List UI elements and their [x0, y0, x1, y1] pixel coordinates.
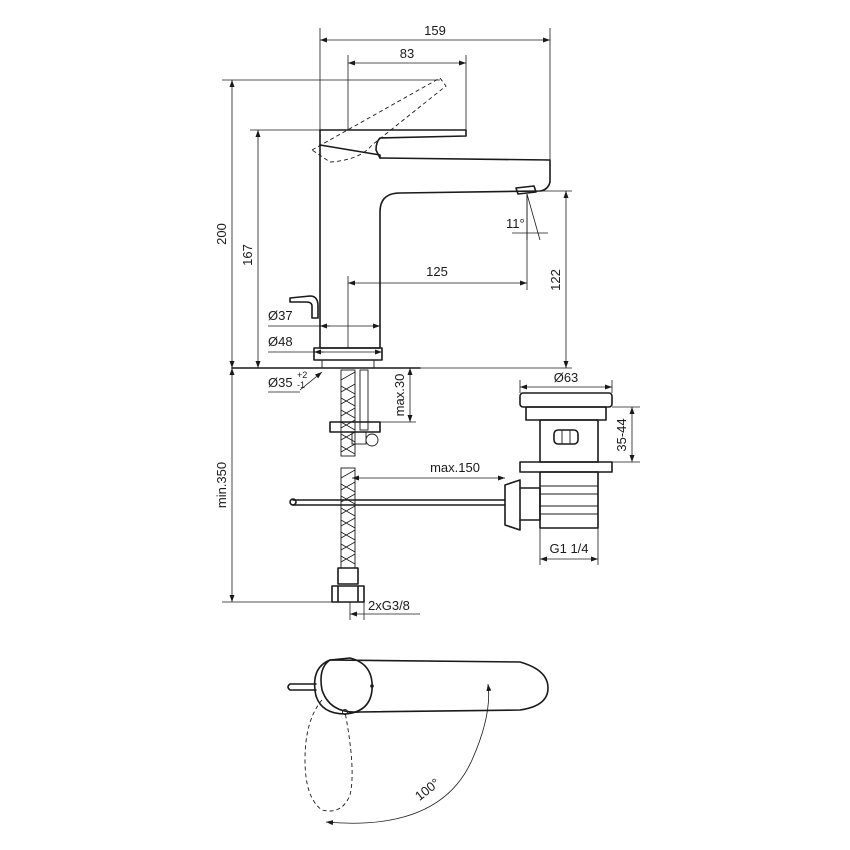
label-overall-width: 159: [424, 23, 446, 38]
lever-raised-outline: [311, 77, 447, 163]
label-total-height: 200: [214, 223, 229, 245]
label-waste-thread: G1 1/4: [549, 541, 588, 556]
overflow-slot: [553, 429, 579, 445]
spout-top-outline: [320, 659, 549, 713]
faucet-top-view: [287, 657, 549, 826]
label-deck-thickness: max.30: [392, 374, 407, 417]
hose-upper: [340, 369, 356, 457]
label-spout-angle: 11°: [506, 216, 525, 231]
rotation-arc: [325, 683, 492, 826]
dimension-labels: 159 83 125 200 167 122 11° Ø37 Ø48 Ø35 +…: [214, 23, 629, 804]
waste-cap: [519, 392, 613, 408]
lever-rotated-outline: [304, 699, 353, 812]
waste-body: [539, 419, 599, 463]
label-waste-diameter: Ø63: [554, 370, 579, 385]
faucet-lever: [319, 129, 467, 159]
label-waste-range: 35-44: [614, 418, 629, 451]
hose-lower: [340, 467, 356, 569]
label-outlet-height: 122: [548, 269, 563, 291]
waste-tail: [539, 471, 599, 529]
label-base-diameter: Ø48: [268, 334, 293, 349]
label-body-diameter: Ø37: [268, 308, 293, 323]
hose-ferrule: [337, 567, 359, 585]
waste-assembly: [504, 392, 613, 531]
faucet-body: [319, 144, 551, 349]
label-hole-diameter: Ø35: [268, 375, 293, 390]
label-hose-length: min.350: [214, 462, 229, 508]
label-handle-reach: 83: [400, 46, 414, 61]
popup-rod-knob: [289, 295, 319, 319]
fixing-rod: [359, 369, 369, 431]
label-spout-reach: 125: [426, 264, 448, 279]
dimension-lines: [222, 28, 640, 620]
faucet-side-view: [231, 77, 551, 603]
label-lever-rotation: 100°: [412, 775, 442, 803]
aerator: [515, 185, 537, 195]
label-hole-tol-minus: -1: [297, 380, 305, 390]
linkage-nut: [504, 479, 521, 531]
supply-connector: [331, 585, 365, 603]
label-hole-tol-plus: +2: [297, 370, 307, 380]
base-plate: [313, 347, 383, 361]
label-supply-thread: 2xG3/8: [368, 598, 410, 613]
label-spout-height: 167: [240, 244, 255, 266]
fixing-nut: [329, 421, 381, 433]
label-rod-length: max.150: [430, 460, 480, 475]
